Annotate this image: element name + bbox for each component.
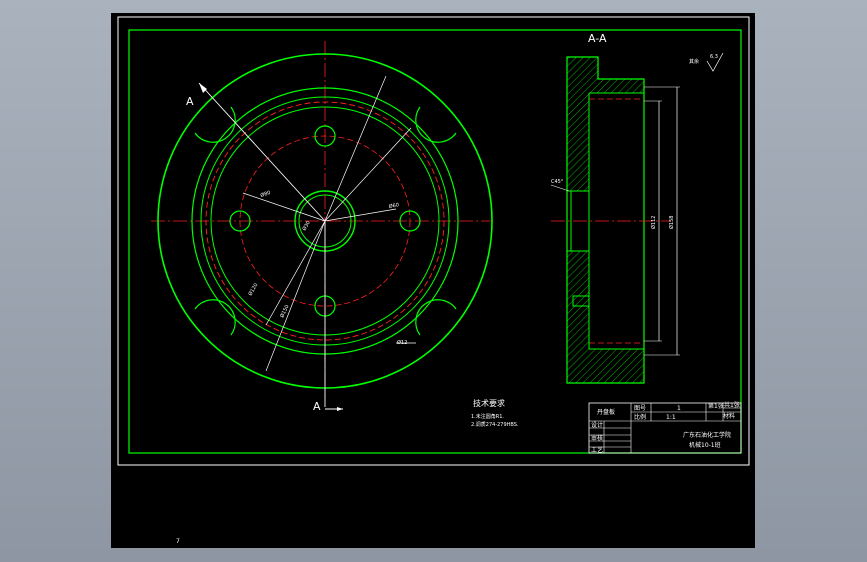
dim-leader-2 bbox=[324, 208, 397, 222]
front-dim-1: Ø80 bbox=[259, 189, 271, 199]
tb-school: 广东石油化工学院 bbox=[683, 431, 731, 439]
tb-part-name: 丹盘板 bbox=[597, 408, 615, 416]
section-hatching bbox=[567, 57, 644, 383]
roughness-symbol bbox=[706, 52, 724, 72]
tb-drawing-no-label: 图号 bbox=[634, 405, 646, 412]
dim-leader-5 bbox=[265, 220, 326, 372]
dim-leader-4 bbox=[324, 75, 387, 222]
notes-line-2: 2.调质274-279HBS. bbox=[471, 421, 519, 428]
section-dim-bore: Ø112 bbox=[650, 216, 657, 229]
tb-total-sheets: 共1张 bbox=[724, 401, 740, 409]
section-marker-bottom: A bbox=[313, 400, 321, 413]
roughness-label: 其余 bbox=[689, 58, 699, 65]
section-arrow-bottom-head bbox=[337, 407, 343, 411]
technical-notes: 技术要求 1.未注圆角R1. 2.调质274-279HBS. bbox=[471, 398, 519, 428]
section-view: A-A bbox=[550, 32, 724, 384]
front-dim-2: Ø60 bbox=[388, 201, 399, 210]
notes-title: 技术要求 bbox=[473, 398, 505, 408]
tb-drawing-no: 1 bbox=[677, 405, 681, 412]
dim-leader-1 bbox=[242, 192, 326, 222]
section-marker-top: A bbox=[186, 95, 194, 108]
tb-class: 机械10-1班 bbox=[689, 441, 721, 449]
front-dim-4: Ø30 bbox=[301, 220, 312, 232]
tb-scale-label: 比例 bbox=[634, 413, 646, 421]
section-arrow-top bbox=[199, 83, 207, 93]
roughness-value: 6.3 bbox=[710, 54, 718, 60]
outer-slot-tr bbox=[415, 106, 457, 143]
tb-checker-label: 审核 bbox=[591, 434, 603, 442]
notes-line-1: 1.未注圆角R1. bbox=[471, 413, 504, 420]
outer-slot-bl bbox=[194, 299, 236, 336]
section-line-a bbox=[198, 82, 326, 222]
front-dim-5: Ø150 bbox=[278, 304, 290, 319]
bolt-hole-right bbox=[399, 210, 421, 232]
tb-process-label: 工艺 bbox=[591, 446, 603, 454]
front-dim-6: Ø12 bbox=[397, 339, 407, 346]
footer-mark: 7 bbox=[176, 538, 180, 545]
outer-slot-br bbox=[415, 299, 457, 336]
outer-slot-tl bbox=[194, 106, 236, 143]
tb-scale: 1:1 bbox=[666, 414, 676, 421]
tb-sheet: 第1张 bbox=[708, 402, 724, 410]
dim-leader-6 bbox=[324, 127, 412, 222]
cad-drawing: Ø80 Ø60 Ø120 Ø30 Ø150 Ø12 A A A-A bbox=[117, 16, 750, 545]
title-block: 丹盘板 图号 1 第1张 共1张 比例 1:1 材料 设计 审核 工艺 广东石油… bbox=[588, 401, 742, 454]
tb-material-label: 材料 bbox=[723, 412, 735, 420]
red-dashed-outer bbox=[205, 101, 445, 341]
sheet-border bbox=[117, 16, 750, 466]
bolt-hole-top bbox=[314, 125, 336, 147]
section-bolt-hole bbox=[572, 295, 590, 307]
drawing-frame bbox=[128, 29, 742, 454]
section-title: A-A bbox=[588, 32, 607, 45]
dim-leader-3 bbox=[265, 220, 326, 326]
chamfer-leader bbox=[550, 184, 570, 192]
bolt-circle bbox=[239, 135, 411, 307]
front-view: Ø80 Ø60 Ø120 Ø30 Ø150 Ø12 A A bbox=[151, 41, 493, 413]
cad-viewport[interactable]: Ø80 Ø60 Ø120 Ø30 Ø150 Ø12 A A A-A bbox=[111, 13, 755, 548]
tb-designer-label: 设计 bbox=[591, 421, 603, 429]
section-dim-chamfer: C45° bbox=[551, 179, 564, 185]
front-dim-3: Ø120 bbox=[247, 282, 260, 297]
section-dim-outer: Ø158 bbox=[668, 216, 675, 229]
bolt-hole-left bbox=[229, 210, 251, 232]
